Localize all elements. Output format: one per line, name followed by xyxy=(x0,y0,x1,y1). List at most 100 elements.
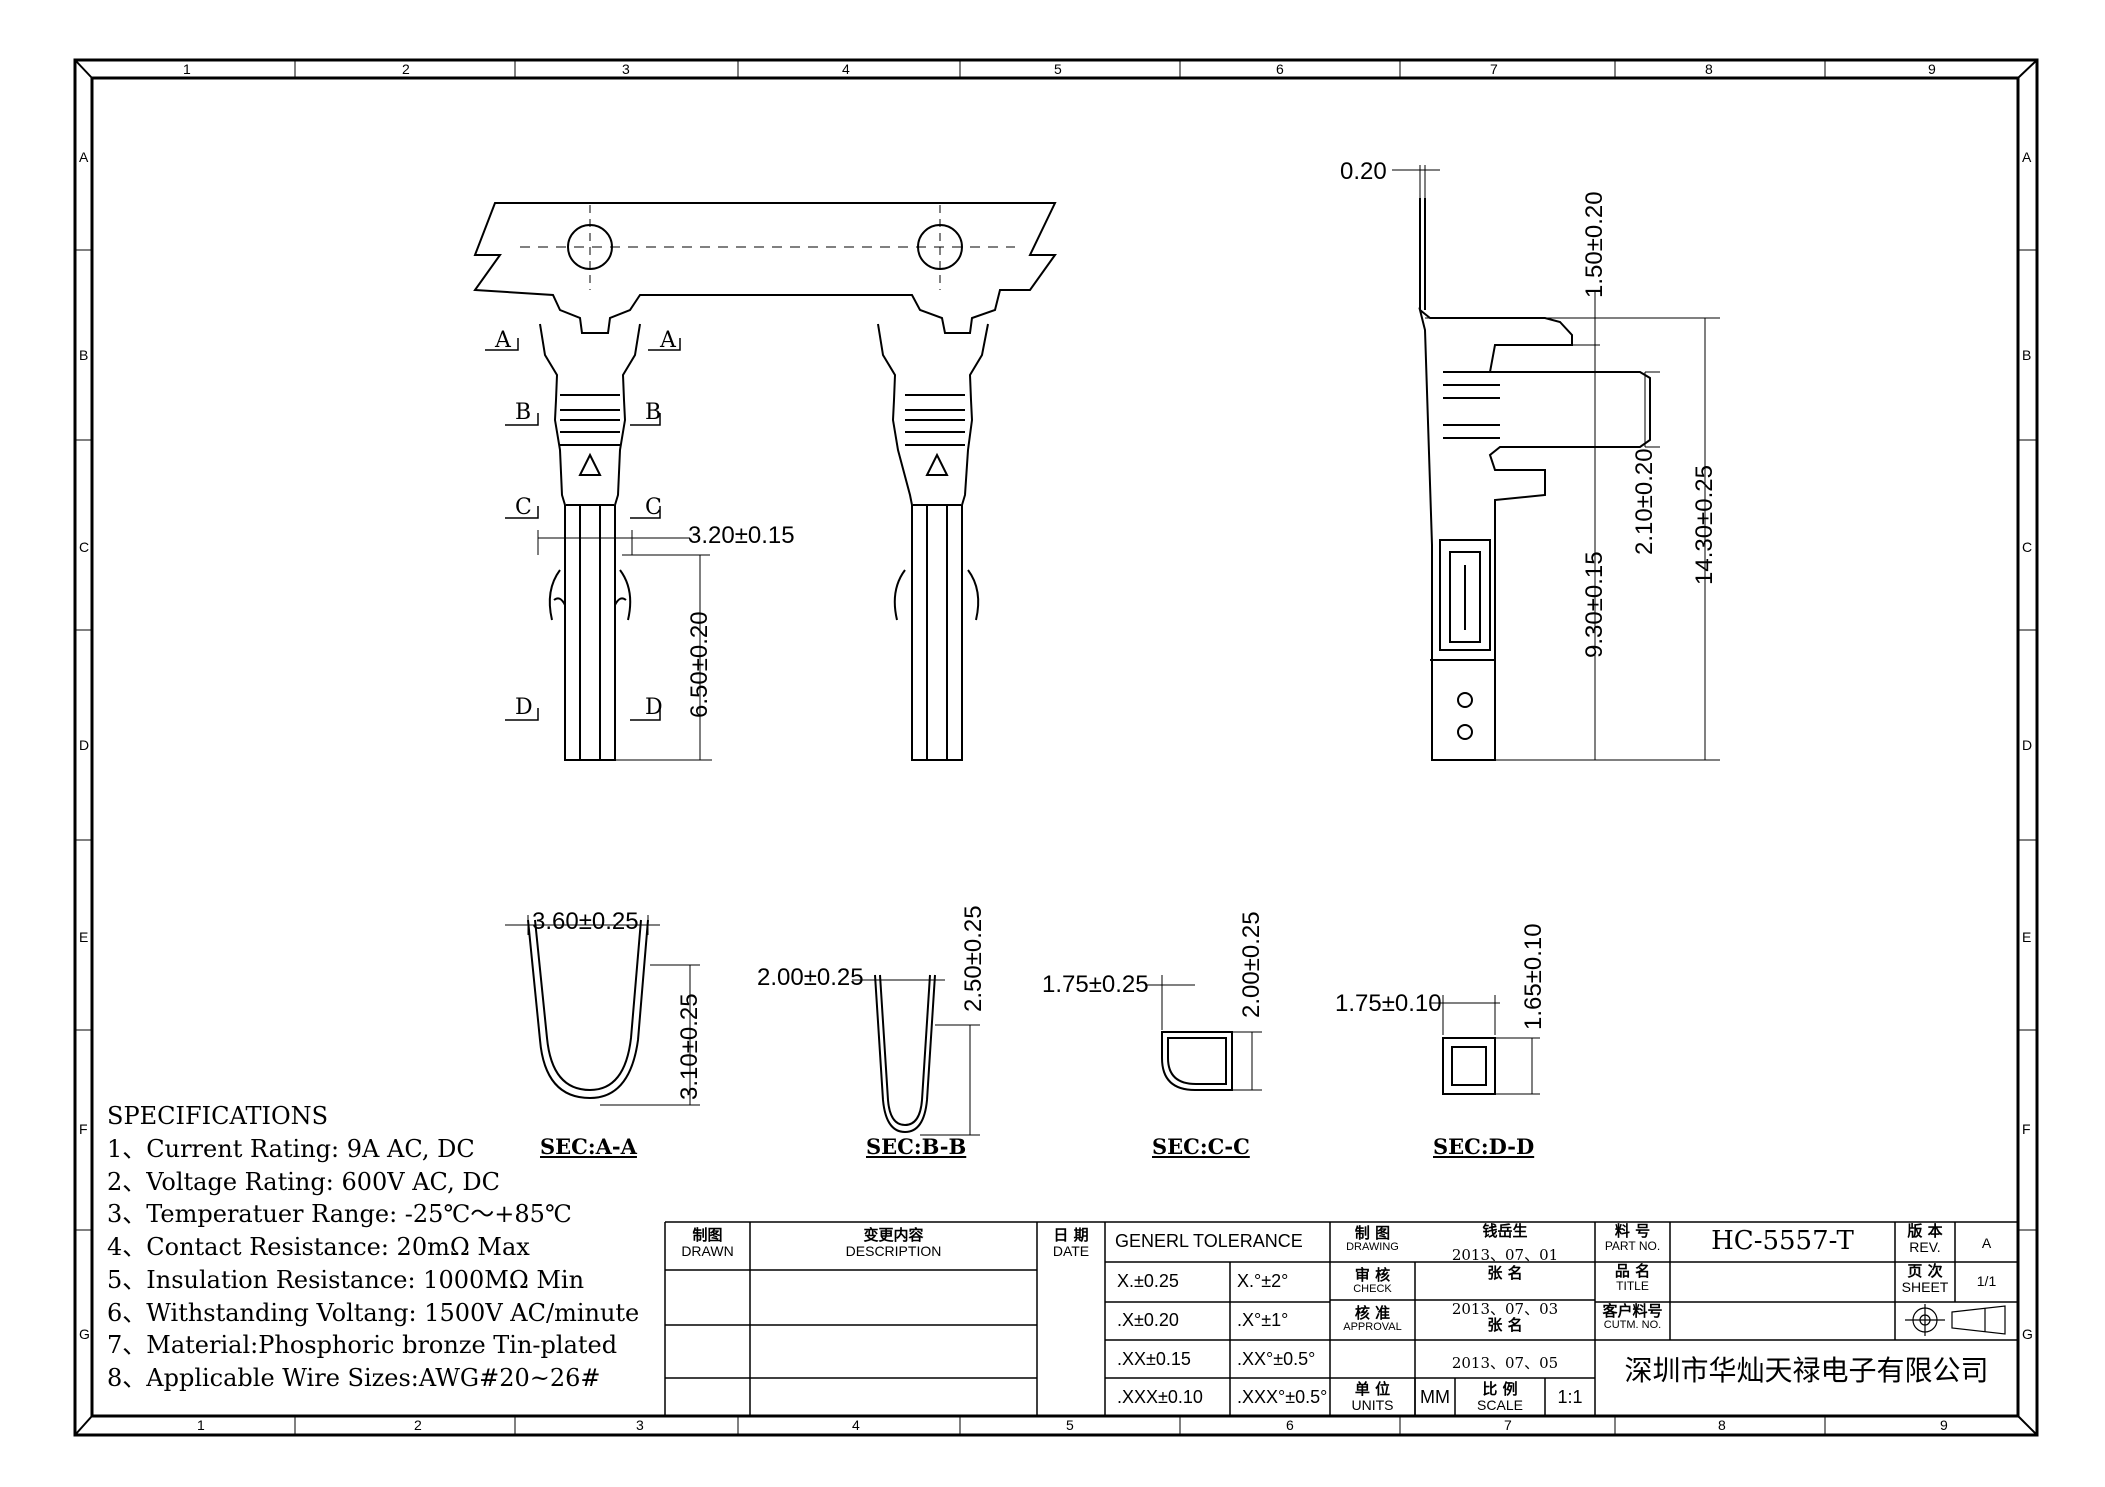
customer-no-cn: 客户料号 xyxy=(1602,1302,1663,1320)
date-cn: 日 期 xyxy=(1053,1226,1089,1244)
tolerance-linear: X.±0.25 xyxy=(1117,1271,1179,1291)
grid-label: F xyxy=(79,1121,88,1137)
grid-label: 2 xyxy=(414,1417,422,1433)
dim-thickness-label: 0.20 xyxy=(1340,158,1387,185)
outer-frame xyxy=(73,58,2039,1437)
scale-en: SCALE xyxy=(1477,1396,1523,1413)
grid-label: 7 xyxy=(1504,1417,1512,1433)
approval-date: 2013、07、01 xyxy=(1451,1246,1559,1264)
sec-d-title: SEC:D-D xyxy=(1433,1134,1535,1159)
sheet-cn: 页 次 xyxy=(1907,1262,1943,1280)
grid-label: D xyxy=(79,737,90,753)
title-cn: 品 名 xyxy=(1614,1262,1651,1280)
tolerance-angular: .X°±1° xyxy=(1237,1310,1289,1330)
side-dimensions xyxy=(1392,165,1720,761)
sec-c-width-label: 1.75±0.25 xyxy=(1042,971,1149,998)
section-label-d-right: D xyxy=(645,695,663,720)
tolerance-linear: .X±0.20 xyxy=(1117,1310,1179,1330)
tolerance-linear: .XX±0.15 xyxy=(1117,1349,1191,1369)
section-label-b-left: B xyxy=(515,400,532,425)
section-label-a-right: A xyxy=(660,328,676,353)
grid-label: 4 xyxy=(852,1417,860,1433)
grid-label: 5 xyxy=(1054,61,1062,77)
grid-label: 5 xyxy=(1066,1417,1074,1433)
grid-label: C xyxy=(2022,539,2033,555)
revision-value: A xyxy=(1981,1235,1992,1251)
spec-item: 8、Applicable Wire Sizes:AWG#20~26# xyxy=(107,1364,601,1392)
tolerance-title: GENERL TOLERANCE xyxy=(1115,1231,1303,1251)
sec-c-height-label: 2.00±0.25 xyxy=(1238,911,1265,1018)
terminal-side-view xyxy=(1418,198,1651,761)
grid-label: E xyxy=(2022,929,2032,945)
grid-label: 3 xyxy=(622,61,630,77)
sec-b-height-label: 2.50±0.25 xyxy=(960,905,987,1012)
spec-item: 1、Current Rating: 9A AC, DC xyxy=(107,1135,475,1163)
approval-date: 2013、07、03 xyxy=(1451,1300,1559,1318)
sec-a-height-label: 3.10±0.25 xyxy=(676,993,703,1100)
tolerance-angular: X.°±2° xyxy=(1237,1271,1289,1291)
part-no-cn: 料 号 xyxy=(1614,1222,1651,1240)
grid-label: A xyxy=(79,149,89,165)
grid-label: G xyxy=(2022,1326,2033,1342)
revision-cn: 版 本 xyxy=(1907,1222,1943,1240)
spec-item: 4、Contact Resistance: 20mΩ Max xyxy=(107,1233,530,1261)
grid-label: A xyxy=(2022,149,2032,165)
approval-role-cn: 核 准 xyxy=(1354,1304,1391,1322)
grid-label: 8 xyxy=(1705,61,1713,77)
dim-top-label: 1.50±0.20 xyxy=(1581,191,1608,298)
description-cn: 变更内容 xyxy=(863,1226,924,1244)
sec-d-height-label: 1.65±0.10 xyxy=(1520,923,1547,1030)
sec-c-title: SEC:C-C xyxy=(1152,1134,1250,1159)
revision-en: REV. xyxy=(1909,1238,1941,1255)
title-block-lines xyxy=(664,1221,2018,1416)
part-no-en: PART NO. xyxy=(1604,1238,1661,1253)
section-b-b xyxy=(852,974,980,1136)
spec-item: 2、Voltage Rating: 600V AC, DC xyxy=(107,1168,500,1196)
tolerance-angular: .XX°±0.5° xyxy=(1237,1349,1316,1369)
grid-label: 9 xyxy=(1940,1417,1948,1433)
section-c-c xyxy=(1145,975,1262,1091)
grid-label: 7 xyxy=(1490,61,1498,77)
grid-label: F xyxy=(2022,1121,2031,1137)
section-label-c-right: C xyxy=(645,495,662,520)
grid-label: B xyxy=(79,347,89,363)
grid-label: E xyxy=(79,929,89,945)
tolerance-angular: .XXX°±0.5° xyxy=(1237,1387,1328,1407)
dim-mid-label: 2.10±0.20 xyxy=(1631,448,1658,555)
approval-role-cn: 审 核 xyxy=(1354,1266,1391,1284)
tolerance-linear: .XXX±0.10 xyxy=(1117,1387,1203,1407)
units-value: MM xyxy=(1420,1387,1450,1407)
dim-width-label: 3.20±0.15 xyxy=(688,522,795,549)
dim-length-label: 6.50±0.20 xyxy=(686,611,713,718)
approval-date: 2013、07、05 xyxy=(1451,1354,1559,1372)
sec-a-width-label: 3.60±0.25 xyxy=(532,908,639,935)
grid-label: D xyxy=(2022,737,2033,753)
sheet-value: 1/1 xyxy=(1976,1273,1997,1289)
sec-b-width-label: 2.00±0.25 xyxy=(757,964,864,991)
grid-label: 1 xyxy=(183,61,191,77)
terminal-front-right xyxy=(877,323,989,761)
front-dimensions xyxy=(537,530,712,761)
grid-label: 6 xyxy=(1286,1417,1294,1433)
grid-label: 2 xyxy=(402,61,410,77)
spec-item: 7、Material:Phosphoric bronze Tin-plated xyxy=(107,1331,618,1359)
section-label-a-left: A xyxy=(495,328,511,353)
grid-label: 8 xyxy=(1718,1417,1726,1433)
approval-role-en: DRAWING xyxy=(1346,1240,1399,1253)
approval-role-en: CHECK xyxy=(1353,1282,1392,1295)
section-a-a xyxy=(505,915,700,1106)
specifications-title: SPECIFICATIONS xyxy=(107,1102,329,1130)
inner-frame xyxy=(90,76,2020,1418)
grid-label: 9 xyxy=(1928,61,1936,77)
dim-overall-label: 14.30±0.25 xyxy=(1691,465,1718,585)
grid-label: B xyxy=(2022,347,2032,363)
scale-cn: 比 例 xyxy=(1482,1380,1518,1398)
projection-symbol xyxy=(1905,1304,2006,1336)
approval-name: 张 名 xyxy=(1487,1264,1523,1282)
grid-label: C xyxy=(79,539,90,555)
part-number: HC-5557-T xyxy=(1711,1226,1854,1256)
grid-label: 6 xyxy=(1276,61,1284,77)
scale-value: 1:1 xyxy=(1557,1387,1583,1407)
section-label-c-left: C xyxy=(515,495,532,520)
